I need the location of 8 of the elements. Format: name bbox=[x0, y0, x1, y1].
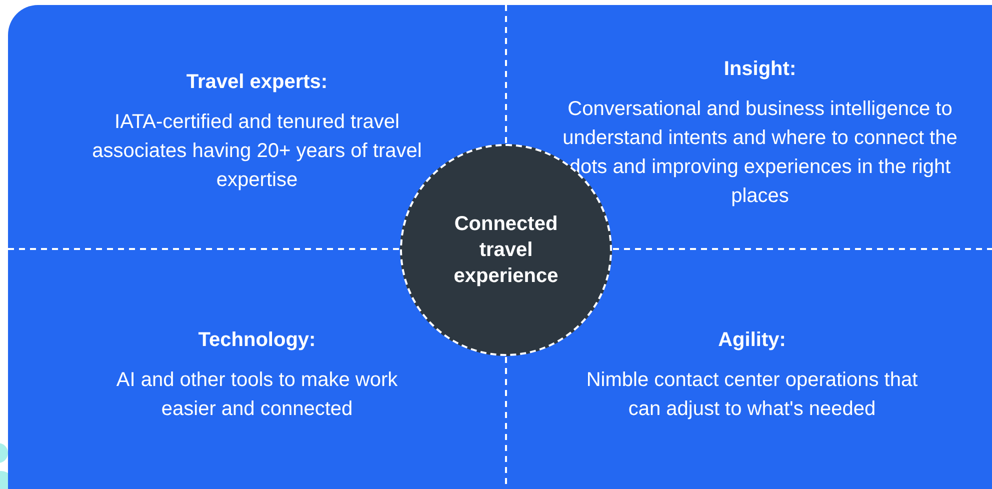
quadrant-heading: Travel experts: bbox=[186, 70, 328, 95]
quadrant-heading: Insight: bbox=[724, 57, 796, 82]
circle-label: Connected travel experience bbox=[452, 212, 560, 289]
quadrant-heading: Technology: bbox=[198, 328, 316, 353]
quadrant-heading: Agility: bbox=[718, 328, 786, 353]
quadrant-description: AI and other tools to make work easier and connected bbox=[115, 368, 399, 422]
quadrant-description: Nimble contact center operations that can adjust to what's needed bbox=[585, 368, 919, 422]
quadrant-description: IATA-certified and tenured travel associates having 20+ years of travel expertise bbox=[91, 110, 423, 193]
